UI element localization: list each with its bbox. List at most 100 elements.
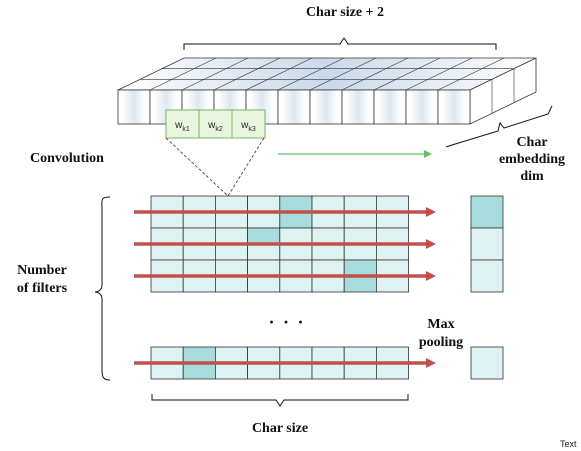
- embedding-label-line2: embedding: [499, 152, 565, 167]
- feature-map-cell: [150, 211, 184, 229]
- feature-map-cell: [214, 211, 248, 229]
- feature-map-cell: [247, 275, 281, 293]
- embedding-label-line3: dim: [520, 169, 544, 184]
- feature-map-cell: [247, 195, 281, 213]
- feature-map-cell: [375, 243, 409, 261]
- kernel-weight-label: wk1: [174, 120, 190, 133]
- feature-map-cell: [182, 275, 216, 293]
- feature-map-cell: [247, 211, 281, 229]
- feature-map-cell: [279, 227, 313, 245]
- kernel-cell-box: [231, 109, 266, 139]
- feature-map-cell: [311, 259, 345, 277]
- feature-map-cell: [375, 195, 409, 213]
- feature-map-cell: [343, 259, 377, 277]
- block-top-col-line: [373, 57, 441, 91]
- embedding-brace: [445, 105, 553, 148]
- block-top-col-line: [213, 57, 281, 91]
- feature-map-cell: [343, 275, 377, 293]
- block-top-col-line: [245, 57, 313, 91]
- feature-map-cell: [150, 195, 184, 213]
- kernel-cell: wk2: [198, 109, 233, 139]
- kernel-weight-label: wk3: [240, 120, 256, 133]
- ellipsis: · · ·: [268, 312, 305, 332]
- kernel-cell-box: [165, 109, 200, 139]
- kernel-weight-label: wk2: [207, 120, 223, 133]
- corner-text: Text: [560, 439, 577, 449]
- pooled-cell: [470, 259, 504, 293]
- block-top-col-line: [405, 57, 473, 91]
- feature-map-cell: [279, 243, 313, 261]
- feature-map-cell: [311, 275, 345, 293]
- projection-line-right: [227, 137, 265, 197]
- feature-map-cell: [214, 275, 248, 293]
- feature-map-cell: [375, 227, 409, 245]
- convolution-label: Convolution: [30, 151, 104, 166]
- kernel-window: wk1 wk2 wk3: [165, 109, 266, 139]
- block-top-col-line: [181, 57, 249, 91]
- block-top-col-line: [309, 57, 377, 91]
- block-front-cell: [341, 89, 375, 125]
- block-top-col-line: [149, 57, 217, 91]
- feature-map-cell: [279, 211, 313, 229]
- feature-map-cell: [279, 195, 313, 213]
- feature-map-cell: [343, 195, 377, 213]
- embedding-label-line1: Char: [516, 135, 547, 150]
- feature-map-cell: [375, 259, 409, 277]
- feature-map-cell: [182, 195, 216, 213]
- block-top-face: [117, 57, 537, 91]
- filters-label-line1: Number: [17, 263, 67, 278]
- feature-map-cell: [182, 227, 216, 245]
- pooled-outputs: [470, 195, 504, 380]
- feature-map-cell: [214, 227, 248, 245]
- kernel-cell: wk1: [165, 109, 200, 139]
- block-front-cell: [437, 89, 471, 125]
- kernel-cell: wk3: [231, 109, 266, 139]
- max-pooling-label-line1: Max: [427, 317, 454, 332]
- feature-map-cell: [182, 259, 216, 277]
- feature-map-cell: [214, 243, 248, 261]
- pooled-cell: [470, 227, 504, 261]
- pooled-cell: [470, 195, 504, 229]
- feature-map-cell: [150, 243, 184, 261]
- block-front-cell: [373, 89, 407, 125]
- bottom-brace-label: Char size: [252, 421, 308, 436]
- feature-map-cell: [150, 275, 184, 293]
- top-brace: [183, 37, 497, 50]
- feature-map-cell: [343, 243, 377, 261]
- block-front-cell: [309, 89, 343, 125]
- feature-map-cell: [279, 259, 313, 277]
- feature-map-cell: [247, 243, 281, 261]
- projection-line-left: [165, 137, 229, 197]
- feature-map-cell: [343, 227, 377, 245]
- block-top-col-line: [437, 57, 505, 91]
- feature-map-cell: [182, 211, 216, 229]
- feature-map-cell: [247, 259, 281, 277]
- feature-map-cell: [247, 227, 281, 245]
- block-front-cell: [277, 89, 311, 125]
- feature-map-cell: [311, 195, 345, 213]
- filters-brace: [94, 196, 111, 381]
- pooled-cell: [470, 346, 504, 380]
- feature-map-cell: [311, 243, 345, 261]
- feature-map-cell: [343, 211, 377, 229]
- feature-map-cell: [375, 275, 409, 293]
- kernel-cell-box: [198, 109, 233, 139]
- feature-map-cell: [214, 195, 248, 213]
- feature-map-cell: [182, 243, 216, 261]
- top-brace-label: Char size + 2: [306, 5, 384, 20]
- max-pooling-label-line2: pooling: [419, 335, 463, 350]
- feature-arrows: [134, 207, 436, 368]
- block-front-cell: [117, 89, 151, 125]
- feature-map-cell: [311, 227, 345, 245]
- feature-map-cell: [150, 259, 184, 277]
- feature-map-cell: [311, 211, 345, 229]
- filters-label-line2: of filters: [17, 281, 68, 296]
- feature-map-cell: [150, 227, 184, 245]
- bottom-brace: [151, 394, 409, 407]
- block-top-col-line: [277, 57, 345, 91]
- block-top-col-line: [341, 57, 409, 91]
- block-front-cell: [405, 89, 439, 125]
- feature-map-cell: [375, 211, 409, 229]
- feature-map-cell: [279, 275, 313, 293]
